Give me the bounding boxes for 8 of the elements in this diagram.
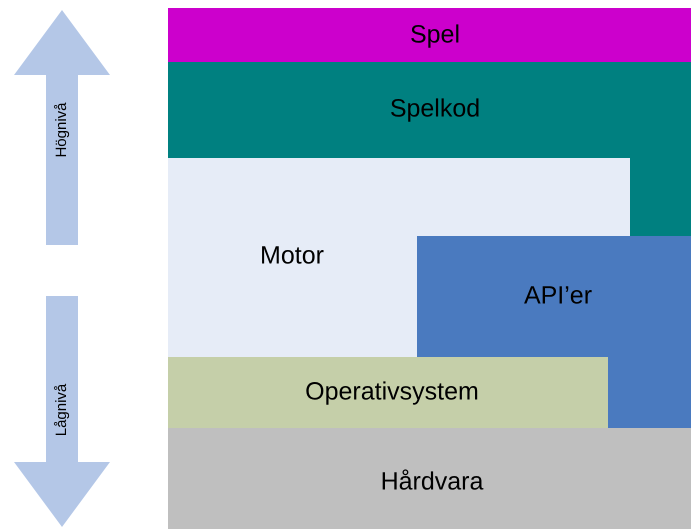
level-label: Lågnivå	[54, 384, 70, 436]
level-label: Högnivå	[54, 102, 70, 158]
layer-label: Spel	[410, 21, 460, 49]
layer-label: Hårdvara	[380, 468, 484, 496]
layer-label: Operativsystem	[305, 378, 479, 406]
layer-label: API’er	[524, 282, 592, 310]
layer-label: Motor	[260, 242, 324, 270]
layer-label: Spelkod	[390, 95, 480, 123]
